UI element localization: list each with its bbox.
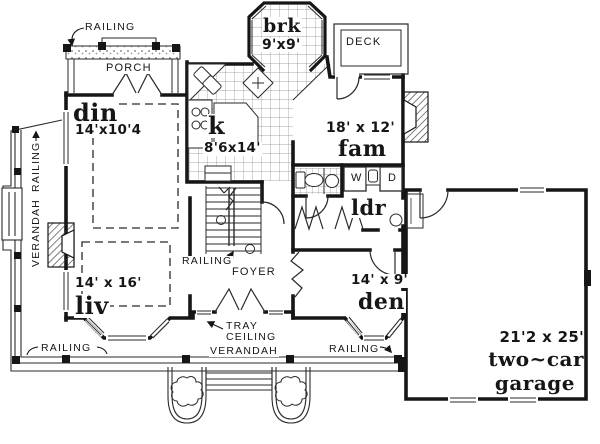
- fireplaces: [47, 91, 429, 268]
- windows: [62, 5, 591, 403]
- tray-ceiling-outlines: [81, 103, 179, 307]
- verandah-label-bottom: VERANDAH: [209, 345, 279, 357]
- room-dims-den: 14' x 9': [350, 272, 409, 288]
- washer-label: W: [351, 172, 362, 184]
- room-label-garage-line1: two~car: [488, 347, 584, 371]
- room-label-deck: DECK: [346, 36, 382, 48]
- room-label-dining: din: [72, 98, 119, 127]
- porch-posts: [63, 42, 180, 52]
- tray-ceiling-label: TRAY CEILING: [225, 321, 277, 342]
- tray-ceiling-line1: TRAY: [226, 320, 259, 332]
- room-label-garage-line2: garage: [488, 371, 575, 395]
- room-label-kitchen: k: [207, 111, 227, 140]
- railing-posts: [12, 126, 406, 372]
- room-label-living: liv: [74, 291, 110, 320]
- room-dims-family: 18' x 12': [325, 120, 397, 136]
- verandah-structure: [1, 119, 406, 391]
- verandah-label-left: VERANDAH: [30, 198, 42, 268]
- stairs: [205, 186, 262, 254]
- room-dims-living: 14' x 16': [74, 275, 143, 291]
- room-label-foyer: FOYER: [231, 266, 277, 278]
- room-dims-breakfast: 9'x9': [261, 37, 302, 53]
- room-label-den: den: [357, 289, 406, 315]
- room-dims-garage: 21'2 x 25': [499, 328, 584, 346]
- railing-label-bottom-right: RAILING: [328, 343, 381, 355]
- railing-label-bottom-left: RAILING: [40, 342, 93, 354]
- railing-label-stairs: RAILING: [181, 255, 234, 267]
- room-label-breakfast: brk: [262, 15, 302, 37]
- railing-label-top-left: RAILING: [84, 21, 137, 33]
- railing-label-left: RAILING: [30, 140, 42, 193]
- tray-ceiling-line2: CEILING: [226, 330, 277, 343]
- deck-structure: [333, 23, 409, 100]
- porch-label: PORCH: [105, 62, 153, 74]
- room-label-family: fam: [337, 136, 388, 162]
- room-label-garage-block: 21'2 x 25' two~car garage: [488, 328, 584, 395]
- room-label-laundry: ldr: [350, 195, 388, 220]
- room-dims-kitchen: 8'6x14': [203, 140, 262, 156]
- planters: [167, 366, 311, 424]
- bath-laundry-fixtures: [295, 166, 403, 227]
- room-dims-dining: 14'x10'4: [74, 122, 143, 138]
- dryer-label: D: [388, 172, 396, 184]
